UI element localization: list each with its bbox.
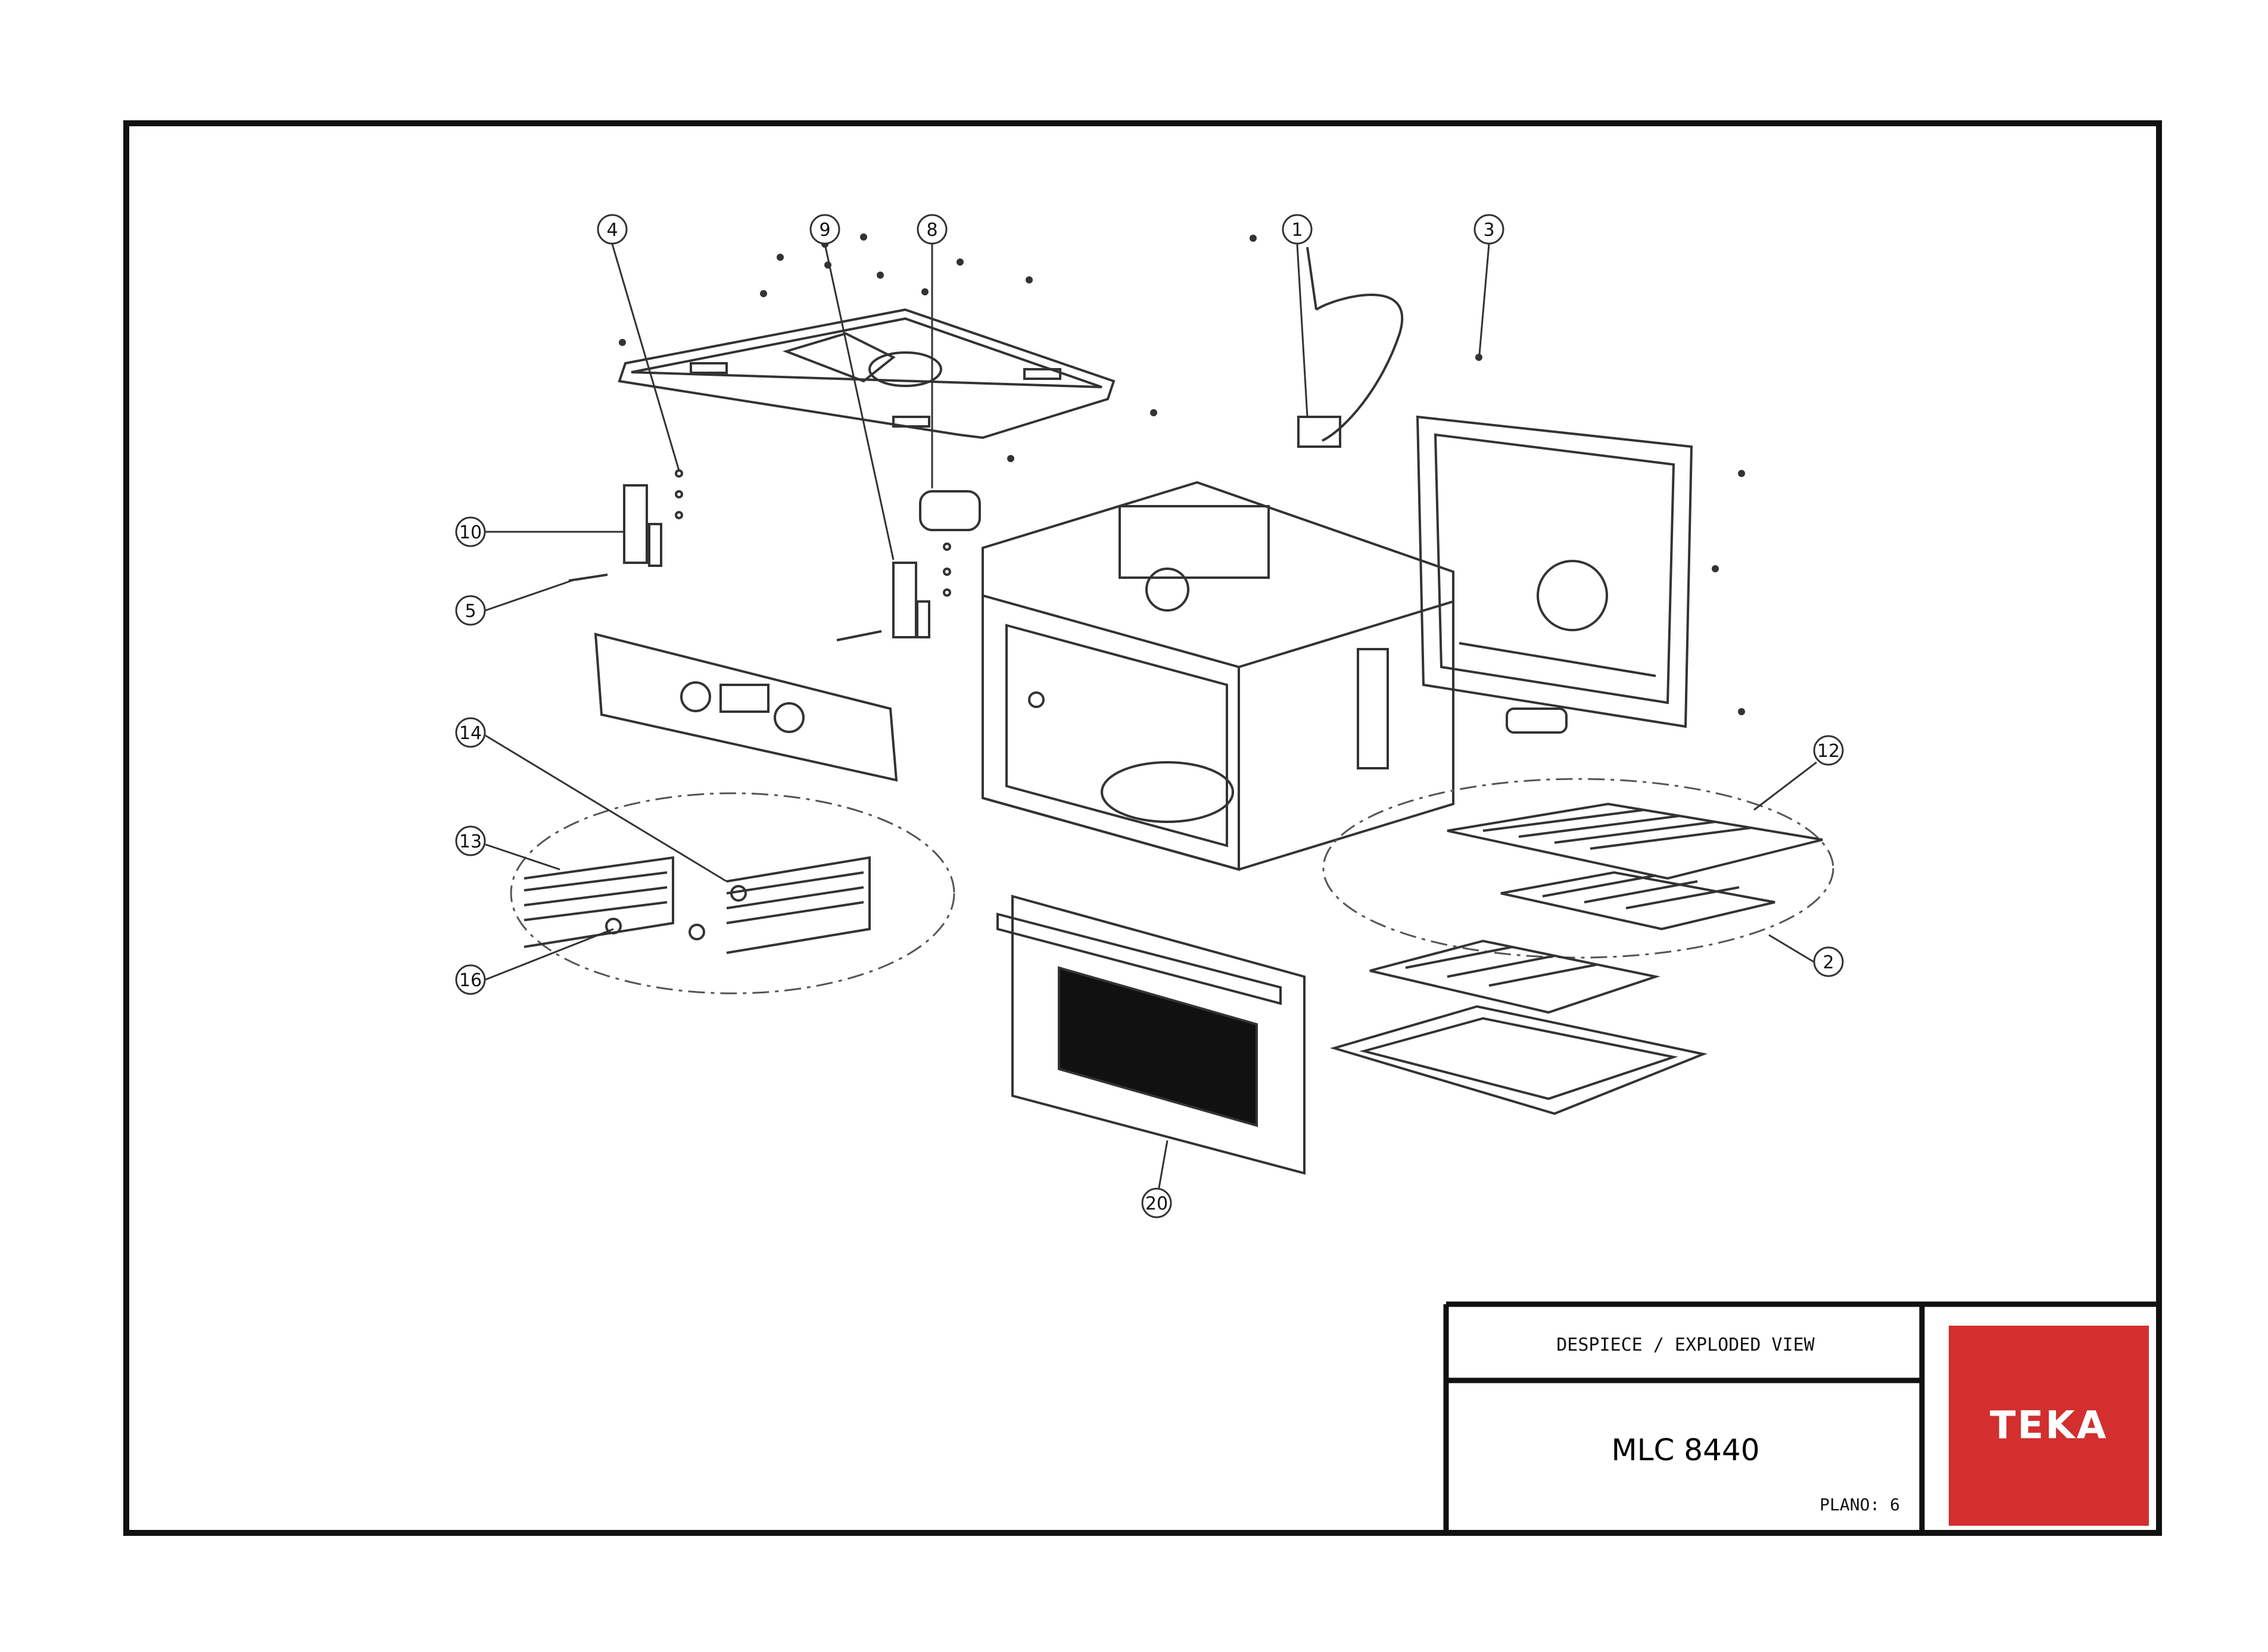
left-hinge-bracket bbox=[568, 469, 683, 582]
callout-1: 1 bbox=[1282, 214, 1313, 245]
callout-5: 5 bbox=[455, 595, 486, 626]
svg-text:9: 9 bbox=[819, 220, 830, 241]
screws bbox=[619, 233, 1745, 715]
callout-13: 13 bbox=[455, 825, 486, 856]
svg-text:14: 14 bbox=[459, 723, 482, 744]
callout-3: 3 bbox=[1473, 214, 1504, 245]
oven-door bbox=[996, 894, 1306, 1175]
lamp-cover bbox=[919, 490, 981, 531]
svg-text:4: 4 bbox=[606, 220, 618, 241]
control-panel bbox=[594, 632, 898, 782]
svg-text:8: 8 bbox=[926, 220, 937, 241]
callout-14: 14 bbox=[455, 717, 486, 748]
svg-text:20: 20 bbox=[1145, 1193, 1168, 1214]
racks-group-outline bbox=[1322, 778, 1834, 959]
drawing-border bbox=[123, 120, 2162, 1536]
callout-10: 10 bbox=[455, 516, 486, 547]
temperature-probe bbox=[1297, 247, 1403, 448]
side-rails-group-outline bbox=[510, 792, 955, 995]
callout-8: 8 bbox=[917, 214, 948, 245]
wire-racks bbox=[1447, 802, 1823, 931]
brand-logo-text: TEKA bbox=[1989, 1404, 2108, 1448]
callout-leaders bbox=[485, 244, 1817, 1192]
brand-logo: TEKA bbox=[1949, 1326, 2149, 1526]
svg-text:12: 12 bbox=[1817, 741, 1840, 762]
svg-text:2: 2 bbox=[1822, 952, 1834, 973]
callout-4: 4 bbox=[597, 214, 628, 245]
sheet-number: PLANO: 6 bbox=[1820, 1495, 1900, 1514]
oven-cavity-body bbox=[982, 481, 1454, 871]
right-hinge-bracket bbox=[836, 543, 951, 641]
svg-text:13: 13 bbox=[459, 831, 482, 852]
title-block-frame bbox=[1443, 1301, 2159, 1533]
svg-text:10: 10 bbox=[459, 522, 482, 543]
callouts: 1 2 3 4 5 8 9 10 12 13 14 16 20 bbox=[455, 214, 1844, 1218]
callout-12: 12 bbox=[1813, 735, 1844, 766]
model-number: MLC 8440 bbox=[1611, 1433, 1760, 1467]
callout-20: 20 bbox=[1141, 1187, 1172, 1218]
callout-16: 16 bbox=[455, 964, 486, 995]
callout-9: 9 bbox=[809, 214, 840, 245]
back-panel bbox=[1416, 415, 1693, 734]
side-rails bbox=[524, 856, 871, 954]
svg-text:16: 16 bbox=[459, 970, 482, 991]
svg-text:3: 3 bbox=[1483, 220, 1494, 241]
top-cover-plate bbox=[618, 308, 1116, 440]
drawing-title: DESPIECE / EXPLODED VIEW bbox=[1556, 1334, 1815, 1355]
svg-text:5: 5 bbox=[465, 601, 476, 622]
svg-text:1: 1 bbox=[1291, 220, 1303, 241]
oven-rack-and-tray bbox=[1329, 939, 1708, 1115]
callout-2: 2 bbox=[1813, 946, 1844, 977]
